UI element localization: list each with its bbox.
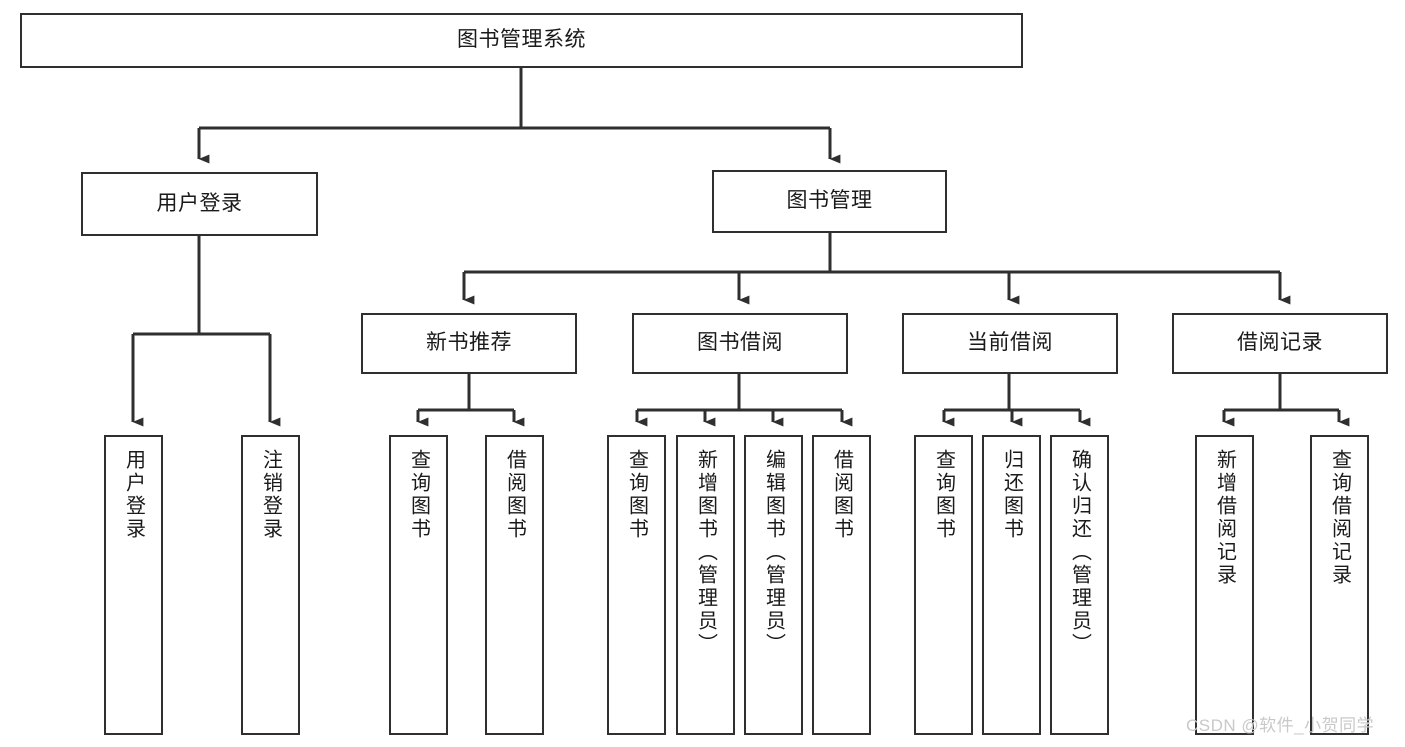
leaf-user-login-logout[interactable]: 注销登录 [241,435,300,735]
leaf-current-borrow-return[interactable]: 归还图书 [982,435,1041,735]
node-label: 图书管理系统 [457,28,586,52]
node-current-borrow[interactable]: 当前借阅 [902,313,1118,374]
leaf-new-book-query[interactable]: 查询图书 [389,435,448,735]
leaf-book-borrow-add[interactable]: 新增图书（管理员） [676,435,735,735]
node-label: 归还图书 [1000,449,1023,541]
node-label: 查询图书 [932,449,955,541]
node-new-book-recommend[interactable]: 新书推荐 [361,313,577,374]
leaf-book-borrow-edit[interactable]: 编辑图书（管理员） [744,435,803,735]
leaf-new-book-borrow[interactable]: 借阅图书 [485,435,544,735]
leaf-user-login-login[interactable]: 用户登录 [104,435,163,735]
leaf-current-borrow-confirm-return[interactable]: 确认归还（管理员） [1050,435,1109,735]
node-label: 图书借阅 [697,331,783,355]
leaf-book-borrow-query[interactable]: 查询图书 [607,435,666,735]
leaf-borrow-record-query[interactable]: 查询借阅记录 [1310,435,1369,735]
node-label: 当前借阅 [967,331,1053,355]
node-label: 确认归还（管理员） [1068,449,1091,656]
node-label: 借阅图书 [830,449,853,541]
node-borrow-record[interactable]: 借阅记录 [1172,313,1388,374]
node-user-login[interactable]: 用户登录 [81,172,318,236]
leaf-current-borrow-query[interactable]: 查询图书 [914,435,973,735]
node-label: 查询图书 [625,449,648,541]
node-book-borrow[interactable]: 图书借阅 [632,313,848,374]
node-root-book-management-system[interactable]: 图书管理系统 [20,13,1023,68]
node-label: 用户登录 [156,191,243,215]
leaf-book-borrow-borrow[interactable]: 借阅图书 [812,435,871,735]
node-label: 查询借阅记录 [1328,449,1351,587]
node-label: 新增图书（管理员） [694,449,717,656]
node-label: 借阅记录 [1237,331,1323,355]
node-label: 新书推荐 [426,331,512,355]
node-book-management[interactable]: 图书管理 [712,170,947,233]
node-label: 用户登录 [122,449,145,541]
node-label: 图书管理 [786,189,873,213]
node-label: 新增借阅记录 [1213,449,1236,587]
node-label: 查询图书 [407,449,430,541]
watermark: CSDN @软件_小贺同学 [1186,716,1375,735]
node-label: 注销登录 [259,449,282,541]
leaf-borrow-record-add[interactable]: 新增借阅记录 [1195,435,1254,735]
node-label: 编辑图书（管理员） [762,449,785,656]
node-label: 借阅图书 [503,449,526,541]
